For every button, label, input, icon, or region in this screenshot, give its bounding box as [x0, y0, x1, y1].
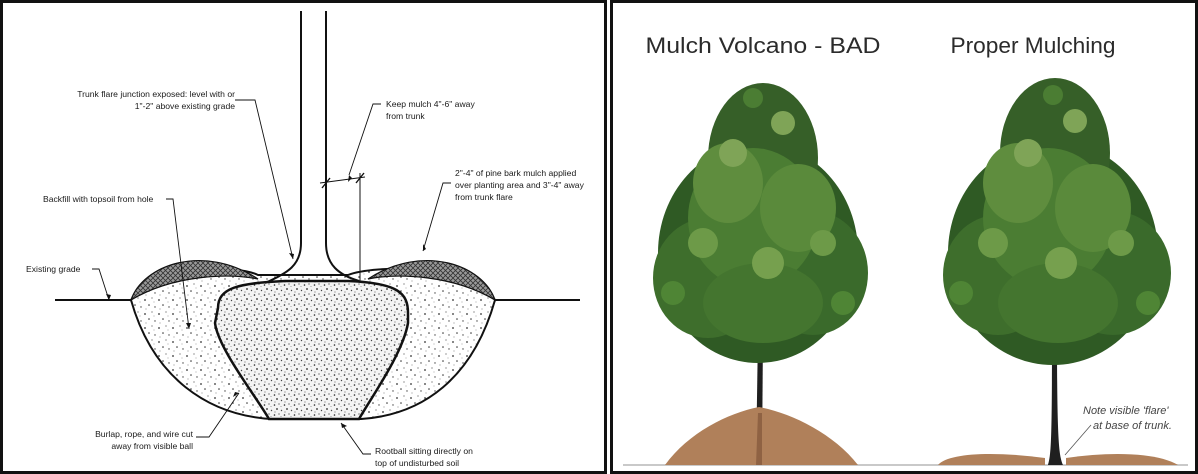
mulch-comparison-panel: Mulch Volcano - BAD Proper Mulching: [610, 0, 1198, 474]
label-burlap-line2: away from visible ball: [111, 441, 193, 451]
label-keep-mulch-line1: Keep mulch 4"-6" away: [386, 99, 475, 109]
caption-leader: [1065, 425, 1091, 455]
leader-pine-bark: [423, 183, 451, 251]
label-existing-grade: Existing grade: [26, 264, 81, 274]
label-pine-bark-line2: over planting area and 3"-4" away: [455, 180, 585, 190]
caption-flare-line2: at base of trunk.: [1093, 420, 1172, 432]
label-backfill: Backfill with topsoil from hole: [43, 194, 154, 204]
proper-mulch-layer-right: [1066, 454, 1178, 465]
mulch-comparison-illustration: Mulch Volcano - BAD Proper Mulching: [613, 3, 1195, 471]
label-burlap-line1: Burlap, rope, and wire cut: [95, 429, 194, 439]
planting-detail-panel: Trunk flare junction exposed: level with…: [0, 0, 607, 474]
heading-proper-mulching: Proper Mulching: [951, 33, 1116, 58]
tree-mulch-volcano: [653, 83, 868, 465]
leader-rootball: [341, 423, 371, 454]
label-pine-bark-line3: from trunk flare: [455, 192, 513, 202]
label-rootball-line2: top of undisturbed soil: [375, 458, 459, 468]
caption-flare-line1: Note visible 'flare': [1083, 405, 1169, 417]
leader-existing-grade: [92, 269, 109, 300]
proper-mulch-layer-left: [938, 454, 1045, 465]
label-keep-mulch-line2: from trunk: [386, 111, 425, 121]
heading-mulch-volcano: Mulch Volcano - BAD: [646, 33, 881, 58]
planting-detail-drawing: Trunk flare junction exposed: level with…: [3, 3, 604, 471]
leader-trunk-flare: [235, 100, 293, 259]
label-trunk-flare-line1: Trunk flare junction exposed: level with…: [77, 89, 235, 99]
trunk: [265, 11, 301, 283]
leader-keep-mulch: [349, 104, 381, 175]
label-trunk-flare-line2: 1"-2" above existing grade: [135, 101, 235, 111]
label-pine-bark-line1: 2"-4" of pine bark mulch applied: [455, 168, 576, 178]
label-rootball-line1: Rootball sitting directly on: [375, 446, 473, 456]
